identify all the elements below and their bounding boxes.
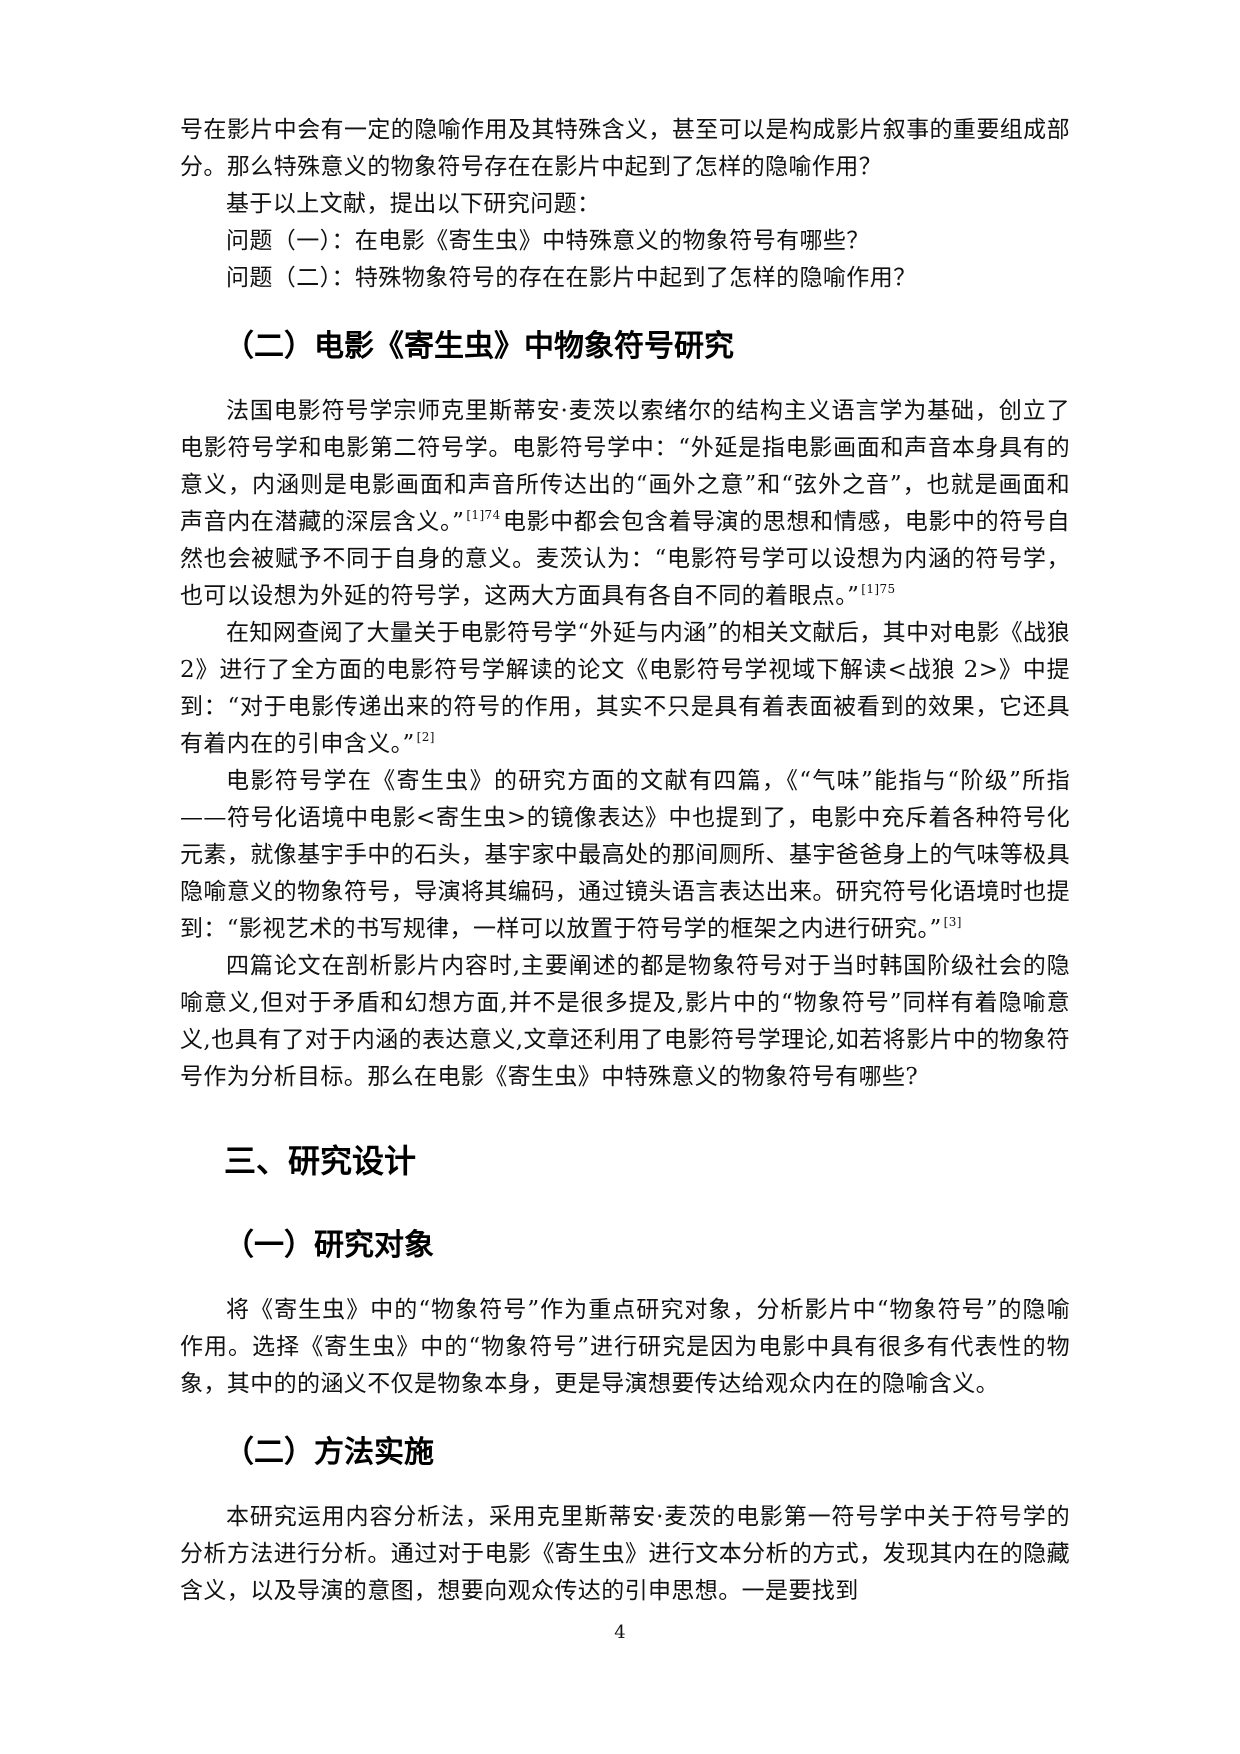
paragraph-text: 电影中都会包含着导演的思想和情感，电影中的符号自然也会被赋予不同于自身的意义。麦…: [180, 509, 1070, 609]
citation-superscript: [1]74: [466, 508, 501, 522]
citation-superscript: [3]: [943, 915, 962, 929]
heading-section-2-2: （二）电影《寄生虫》中物象符号研究: [224, 329, 734, 364]
paragraph-metz-semiotics: 法国电影符号学宗师克里斯蒂安·麦茨以索绪尔的结构主义语言学为基础，创立了电影符号…: [180, 393, 1070, 615]
paragraph-text: 在知网查阅了大量关于电影符号学“外延与内涵”的相关文献后，其中对电影《战狼 2》…: [180, 620, 1070, 757]
paragraph-intro-continuation: 号在影片中会有一定的隐喻作用及其特殊含义，甚至可以是构成影片叙事的重要组成部分。…: [180, 117, 1070, 180]
paragraph-text: 电影符号学在《寄生虫》的研究方面的文献有四篇，《“气味”能指与“阶级”所指——符…: [180, 768, 1070, 942]
paragraph-four-papers: 四篇论文在剖析影片内容时,主要阐述的都是物象符号对于当时韩国阶级社会的隐喻意义,…: [180, 953, 1070, 1090]
paragraph-text: 法国电影符号学宗师克里斯蒂安·麦茨以索绪尔的结构主义语言学为基础，创立了电影符号…: [180, 398, 1070, 535]
research-question-1: 问题（一）：在电影《寄生虫》中特殊意义的物象符号有哪些？: [226, 228, 870, 254]
paragraph-research-object: 将《寄生虫》中的“物象符号”作为重点研究对象，分析影片中“物象符号”的隐喻作用。…: [180, 1297, 1070, 1397]
paragraph-intro-basis: 基于以上文献，提出以下研究问题：: [226, 191, 601, 217]
research-question-2: 问题（二）：特殊物象符号的存在在影片中起到了怎样的隐喻作用？: [226, 265, 917, 291]
heading-section-3: 三、研究设计: [224, 1142, 417, 1180]
page-number: 4: [614, 1622, 626, 1643]
paragraph-parasite-literature: 电影符号学在《寄生虫》的研究方面的文献有四篇，《“气味”能指与“阶级”所指——符…: [180, 763, 1070, 948]
citation-superscript: [1]75: [861, 582, 896, 596]
citation-superscript: [2]: [416, 730, 435, 744]
heading-research-object: （一）研究对象: [224, 1228, 434, 1263]
body-column: 号在影片中会有一定的隐喻作用及其特殊含义，甚至可以是构成影片叙事的重要组成部分。…: [180, 112, 1070, 1610]
heading-method: （二）方法实施: [224, 1435, 434, 1470]
paragraph-method: 本研究运用内容分析法，采用克里斯蒂安·麦茨的电影第一符号学中关于符号学的分析方法…: [180, 1504, 1070, 1604]
paragraph-cnki-literature: 在知网查阅了大量关于电影符号学“外延与内涵”的相关文献后，其中对电影《战狼 2》…: [180, 615, 1070, 763]
